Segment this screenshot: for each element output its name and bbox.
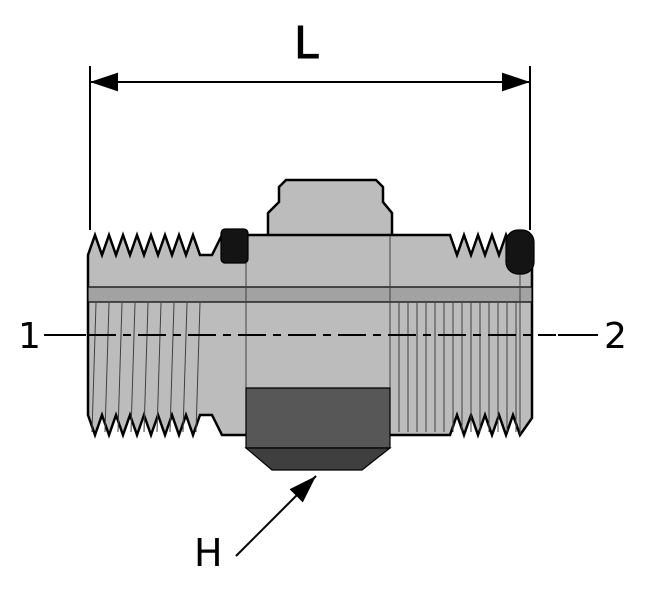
hex-leader-line [235,475,317,557]
length-dimension-label: L [294,18,319,69]
port1-label: 1 [18,316,41,357]
port2-label: 2 [604,316,627,357]
hex-nut-face [245,387,391,449]
left-thread-texture [91,302,201,433]
hex-top-tab [266,178,394,238]
hex-nut-chamfer [244,447,392,471]
body-shadow-band [87,286,533,303]
right-thread-texture [398,303,517,432]
hex-callout-group: H [194,475,317,575]
o-ring-seal [505,229,535,275]
length-dimension-group: L [89,18,531,230]
hex-label: H [194,531,223,575]
fitting-body-group [86,178,535,471]
backup-washer-seal [220,228,249,264]
centerline-group: 1 2 [18,316,627,357]
